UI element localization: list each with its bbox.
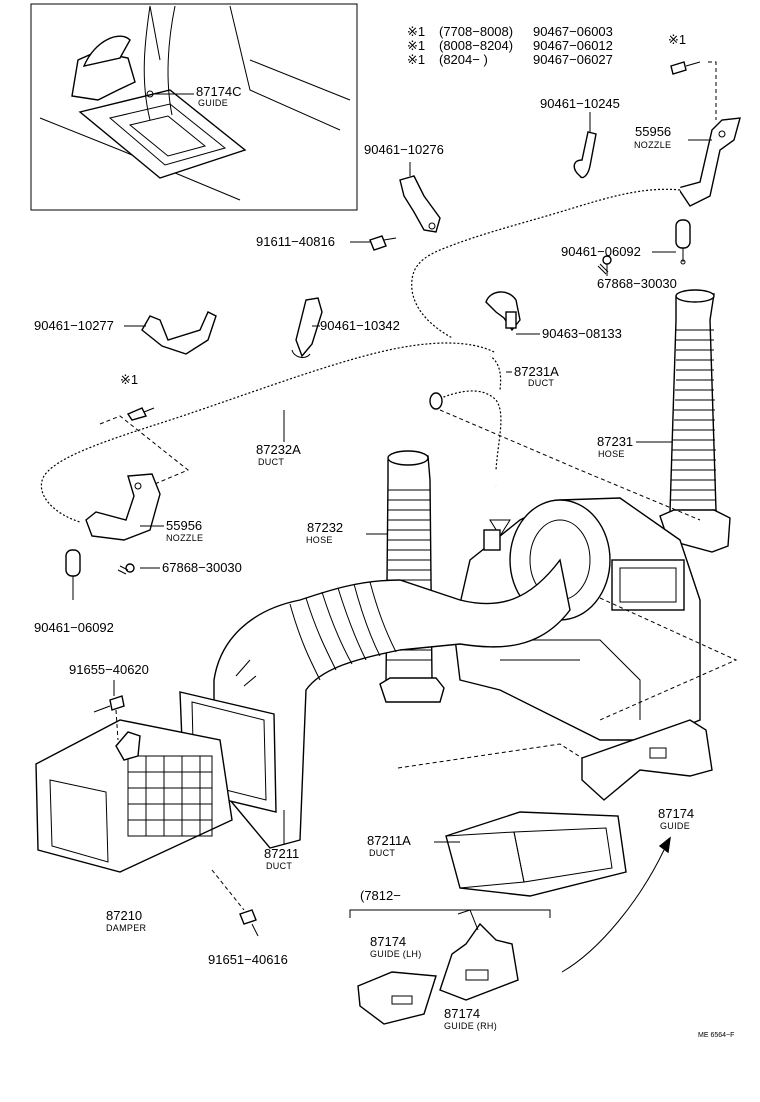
callout-part-name: GUIDE (RH) — [444, 1021, 497, 1031]
duct-87211 — [213, 558, 571, 849]
clamp-left — [65, 549, 81, 600]
hose-87231 — [659, 289, 731, 553]
callout-part-number: 90461−10277 — [34, 318, 114, 333]
bolt-91651-40616 — [211, 869, 259, 937]
clip-90461-10277 — [141, 311, 217, 355]
callout-part-number: 87174 — [370, 934, 406, 949]
callout-part-number: 87231A — [514, 364, 559, 379]
callout-part-name: NOZZLE — [634, 140, 671, 150]
callout-part-name: GUIDE — [660, 821, 690, 831]
callout-part-number: 90461−06092 — [34, 620, 114, 635]
callout-part-number: 91651−40616 — [208, 952, 288, 967]
callout-part-name: HOSE — [598, 449, 625, 459]
notes-mark-3: ※1 — [407, 52, 425, 67]
notes-range: (8008−8204) — [439, 38, 513, 53]
bolt-left: ※1 — [99, 372, 189, 487]
bolt-mark: ※1 — [120, 372, 138, 387]
notes-range: (7708−8008) — [439, 24, 513, 39]
reference-arrow — [561, 836, 671, 973]
variant-label: (7812− — [360, 888, 401, 903]
callout-part-name: DUCT — [528, 378, 554, 388]
callout-part-name: DAMPER — [106, 923, 147, 933]
callout-part-number: 55956 — [166, 518, 202, 533]
duct-87231a — [429, 385, 507, 490]
inset-part-number: 87174C — [196, 84, 242, 99]
hose-87232 — [379, 450, 445, 703]
callout-part-number: 87232 — [307, 520, 343, 535]
bolt-top-right: ※1 — [668, 32, 717, 120]
damper-87210 — [35, 719, 233, 873]
callout-part-number: 87232A — [256, 442, 301, 457]
nozzle-top — [676, 117, 741, 207]
clip-90463-08133 — [485, 291, 521, 332]
callout-part-number: 91655−40620 — [69, 662, 149, 677]
callout-part-number: 90461−06092 — [561, 244, 641, 259]
callout-part-number: 91611−40816 — [256, 234, 335, 249]
callout-part-number: 67868−30030 — [162, 560, 242, 575]
drawing-id: ME 6564−F — [698, 1032, 734, 1039]
callout-part-number: 90461−10342 — [320, 318, 400, 333]
notes-part-number: 90467−06003 — [533, 24, 613, 39]
clip-90461-10245 — [573, 131, 597, 179]
duct-87211a — [445, 811, 627, 897]
callout-part-number: 87174 — [444, 1006, 480, 1021]
callout-part-number: 90461−10276 — [364, 142, 444, 157]
callout-part-name: DUCT — [266, 861, 292, 871]
inset-panel: 87174C GUIDE — [30, 3, 358, 211]
notes-part-number: 90467−06027 — [533, 52, 613, 67]
callout-part-number: 87211 — [264, 846, 299, 861]
inset-part-name: GUIDE — [198, 98, 228, 108]
screw-left — [117, 563, 135, 575]
callout-part-number: 90463−08133 — [542, 326, 622, 341]
bolt-mark: ※1 — [668, 32, 686, 47]
callout-part-number: 55956 — [635, 124, 671, 139]
callout-part-number: 87210 — [106, 908, 142, 923]
variant-bracket: (7812− — [349, 888, 551, 918]
clip-90461-10342 — [291, 297, 323, 358]
notes-mark-2: ※1 — [407, 38, 425, 53]
callout-part-name: GUIDE (LH) — [370, 949, 422, 959]
guide-lh — [357, 971, 437, 1025]
hose-corrugations — [670, 329, 716, 501]
callout-part-name: NOZZLE — [166, 533, 203, 543]
clip-90461-10276 — [399, 175, 441, 233]
damper-grid — [128, 756, 212, 836]
bolt-91655-40620 — [93, 695, 125, 741]
callout-part-number: 87231 — [597, 434, 633, 449]
callout-part-number: 87211A — [367, 833, 411, 848]
callout-part-name: DUCT — [258, 457, 284, 467]
callout-part-number: 90461−10245 — [540, 96, 620, 111]
callout-part-number: 67868−30030 — [597, 276, 677, 291]
guide-rh — [439, 909, 519, 1001]
callout-part-name: HOSE — [306, 535, 333, 545]
guide-87174 — [581, 719, 713, 801]
bolt-91611-40816 — [369, 235, 397, 251]
notes-mark: ※1 — [407, 24, 425, 39]
clamp-top — [675, 219, 691, 265]
notes-part-number: 90467−06012 — [533, 38, 613, 53]
notes-range: (8204− ) — [439, 52, 488, 67]
nozzle-left — [85, 473, 161, 541]
callout-part-number: 87174 — [658, 806, 694, 821]
notes-table: ※1 ※1 ※1 (7708−8008) 90467−06003 (8008−8… — [407, 24, 613, 67]
callout-part-name: DUCT — [369, 848, 395, 858]
duct-corrugations — [289, 581, 397, 681]
